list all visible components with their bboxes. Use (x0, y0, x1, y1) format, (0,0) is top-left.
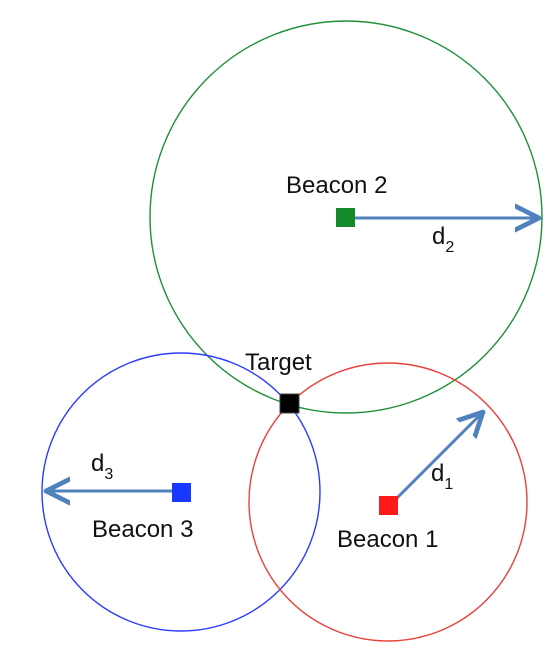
beacon-2-marker (336, 208, 355, 227)
d1-label-subscript: 1 (444, 476, 453, 493)
d2-label-subscript: 2 (445, 239, 454, 256)
beacon-3-label: Beacon 3 (92, 516, 193, 543)
d1-arrow (389, 412, 483, 506)
beacon-3-range-circle (41, 352, 321, 632)
beacon-3-marker (172, 483, 191, 502)
d2-label: d2 (432, 223, 454, 256)
d1-label-base: d (431, 460, 444, 487)
beacon-2-label: Beacon 2 (286, 172, 387, 199)
beacon-1-marker (379, 496, 398, 515)
d1-label: d1 (431, 460, 453, 493)
beacon-1-label: Beacon 1 (337, 526, 438, 553)
target-label: Target (245, 349, 312, 376)
d3-label-base: d (91, 450, 104, 477)
d3-label-subscript: 3 (104, 466, 113, 483)
d3-label: d3 (91, 450, 113, 483)
target-marker (279, 393, 300, 414)
beacon-2-range-circle (149, 20, 543, 414)
d2-label-base: d (432, 223, 445, 250)
beacon-1-range-circle (248, 362, 528, 642)
